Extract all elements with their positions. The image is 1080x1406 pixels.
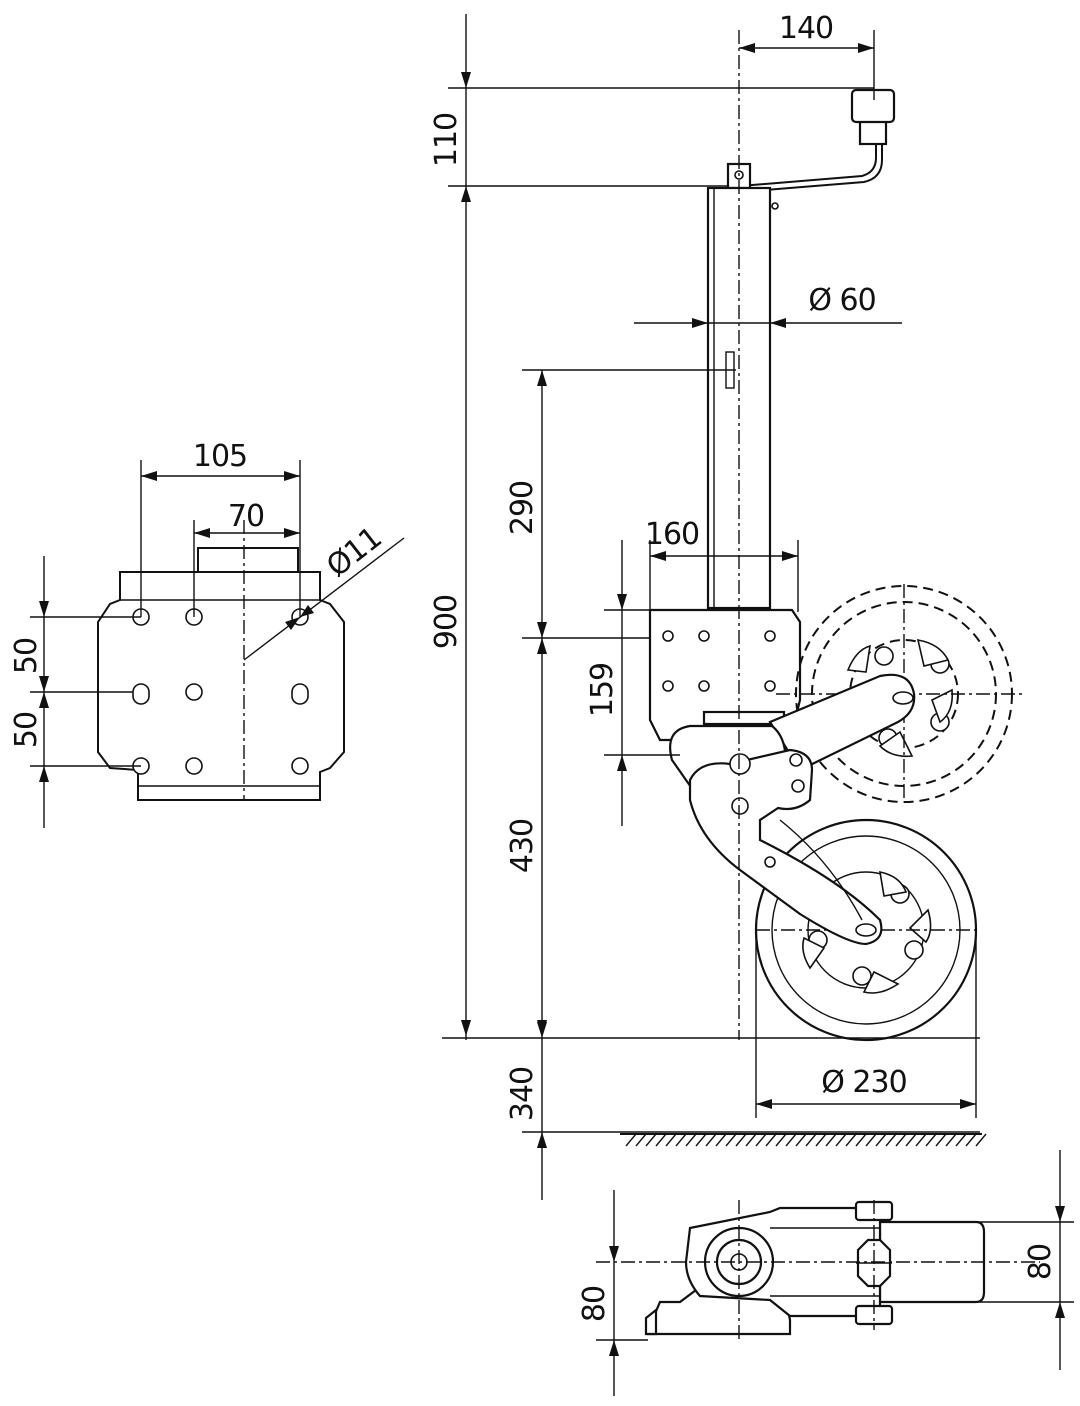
dim-plate-159: 159 <box>585 663 620 717</box>
main-tube <box>706 186 779 610</box>
dim-ground-clearance: 340 <box>505 1067 540 1121</box>
plate-bolt-holes <box>132 608 309 775</box>
crank-handle <box>726 88 896 193</box>
dim-handle-height: 110 <box>429 113 464 167</box>
dim-upper-travel: 290 <box>505 481 540 535</box>
bottom-view: 80 80 <box>577 1150 1074 1396</box>
dim-tube-dia: Ø 60 <box>808 283 875 318</box>
dim-lower-travel: 430 <box>505 819 540 873</box>
dim-bottom-left-80: 80 <box>577 1286 612 1322</box>
dim-plate-105: 105 <box>193 439 247 474</box>
dim-total-height: 900 <box>429 595 464 649</box>
wheel-upper-dashed <box>776 584 1022 803</box>
dim-wheel-dia: Ø 230 <box>821 1065 906 1100</box>
dim-pitch-top: 50 <box>9 638 44 674</box>
ground-hatch <box>620 1133 987 1147</box>
dim-plate-70: 70 <box>228 499 264 534</box>
mounting-plate-view: 105 70 Ø11 50 50 <box>9 439 405 828</box>
dim-plate-160: 160 <box>645 517 699 552</box>
dim-handle-offset: 140 <box>779 11 833 46</box>
swing-leg <box>669 724 883 946</box>
dim-bottom-right-80: 80 <box>1023 1244 1058 1280</box>
dim-hole-dia: Ø11 <box>320 521 388 585</box>
dim-pitch-bottom: 50 <box>9 712 44 748</box>
side-view: 140 110 Ø 60 900 290 160 <box>429 11 1022 1200</box>
